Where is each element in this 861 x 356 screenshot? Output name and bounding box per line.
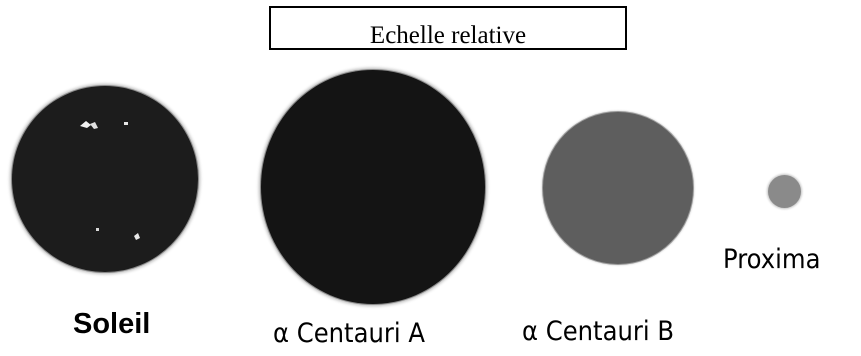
proxima-label: Proxima	[723, 244, 821, 275]
proxima-disc	[768, 175, 801, 208]
alpha-centauri-a-disc	[261, 70, 485, 304]
sun-disc	[12, 86, 198, 272]
alpha-centauri-b-label: α Centauri B	[522, 316, 675, 347]
scale-title: Echelle relative	[369, 22, 527, 49]
alpha-centauri-b-disc	[543, 112, 693, 264]
soleil-label: Soleil	[73, 308, 151, 340]
alpha-centauri-a-label: α Centauri A	[273, 318, 425, 349]
scale-title-box: Echelle relative	[269, 6, 627, 50]
